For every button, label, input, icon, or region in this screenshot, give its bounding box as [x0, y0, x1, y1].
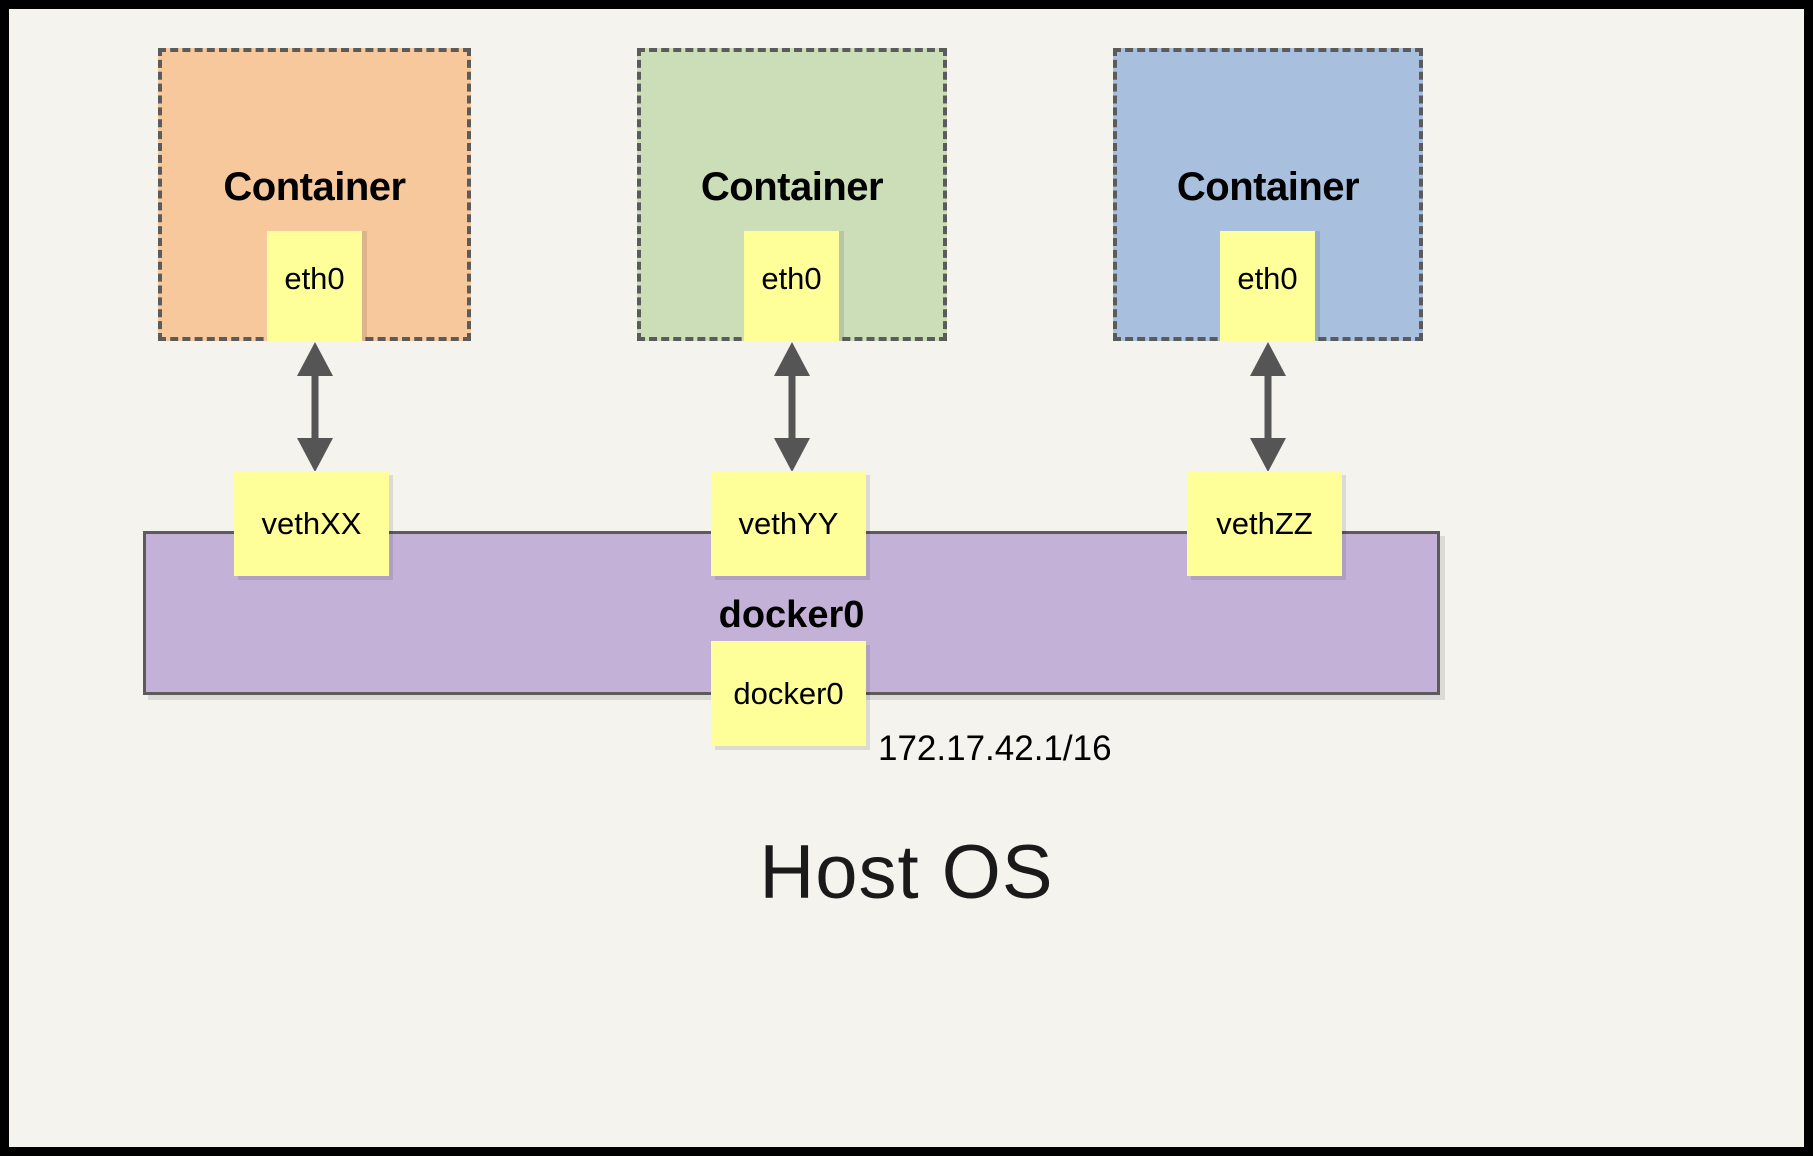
- container-1-eth0-label: eth0: [284, 261, 345, 296]
- vethzz-label: vethZZ: [1216, 505, 1313, 541]
- docker0-ip-address: 172.17.42.1/16: [878, 729, 1112, 768]
- docker0-bridge-label: docker0: [718, 594, 865, 636]
- vethxx-box[interactable]: vethXX: [234, 471, 389, 576]
- container-2-veth-link-arrow: [774, 342, 810, 472]
- container-1-veth-link-arrow: [297, 342, 333, 472]
- container-2-eth0-label: eth0: [761, 261, 822, 296]
- vethxx-label: vethXX: [261, 505, 362, 541]
- docker0-interface-label: docker0: [733, 675, 844, 711]
- container-3-eth0-box[interactable]: eth0: [1220, 231, 1315, 341]
- vethyy-box[interactable]: vethYY: [711, 471, 866, 576]
- vethzz-box[interactable]: vethZZ: [1187, 471, 1342, 576]
- diagram-canvas: Container eth0 vethXX Container eth0 vet…: [9, 9, 1804, 1147]
- container-1-eth0-box[interactable]: eth0: [267, 231, 362, 341]
- vethyy-label: vethYY: [738, 505, 839, 541]
- container-3-eth0-label: eth0: [1237, 261, 1298, 296]
- container-1-title: Container: [223, 165, 406, 209]
- docker0-interface-box[interactable]: docker0: [711, 641, 866, 746]
- container-3-title: Container: [1176, 165, 1360, 209]
- container-3-veth-link-arrow: [1250, 342, 1286, 472]
- host-os-label: Host OS: [759, 830, 1054, 915]
- container-2-eth0-box[interactable]: eth0: [744, 231, 839, 341]
- container-2-title: Container: [700, 165, 884, 209]
